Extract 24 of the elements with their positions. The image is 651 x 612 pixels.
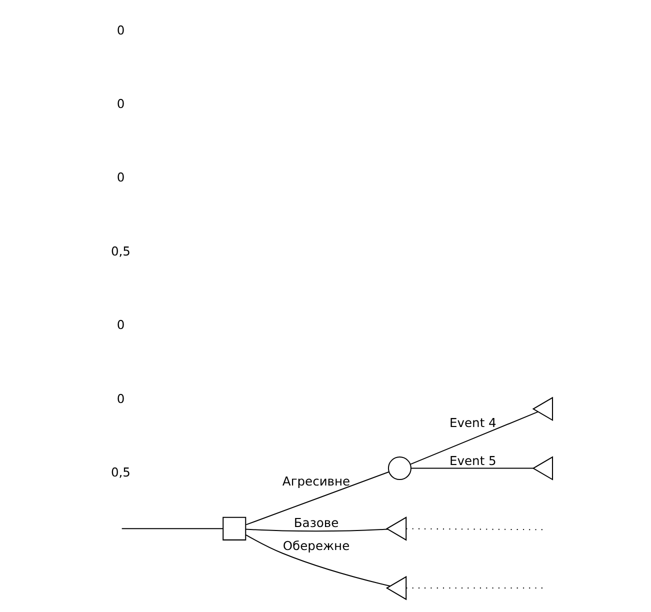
edge-label: Базове [293, 516, 338, 530]
connector [245, 471, 389, 526]
label: 0,5 [110, 244, 130, 258]
label: 0 [116, 170, 124, 185]
connector [245, 534, 390, 587]
connector [121, 528, 222, 530]
label: 0,5 [110, 466, 130, 480]
edge-label: Агресивне [282, 474, 350, 488]
connector [410, 411, 538, 465]
label: 0 [116, 97, 124, 112]
connector [245, 528, 388, 532]
node-triangle [532, 396, 553, 422]
label: 0 [116, 318, 124, 332]
node-triangle [385, 516, 406, 541]
edge-label: Event 5 [448, 454, 496, 468]
edge-label: Event 4 [448, 416, 496, 430]
node-box [222, 516, 246, 540]
node-triangle [385, 576, 406, 600]
node-triangle [532, 456, 553, 480]
node-circle [387, 456, 411, 480]
label: 0 [116, 23, 124, 38]
edge-label: Обережне [282, 538, 350, 553]
label: 0 [116, 392, 124, 406]
connector [410, 468, 533, 469]
